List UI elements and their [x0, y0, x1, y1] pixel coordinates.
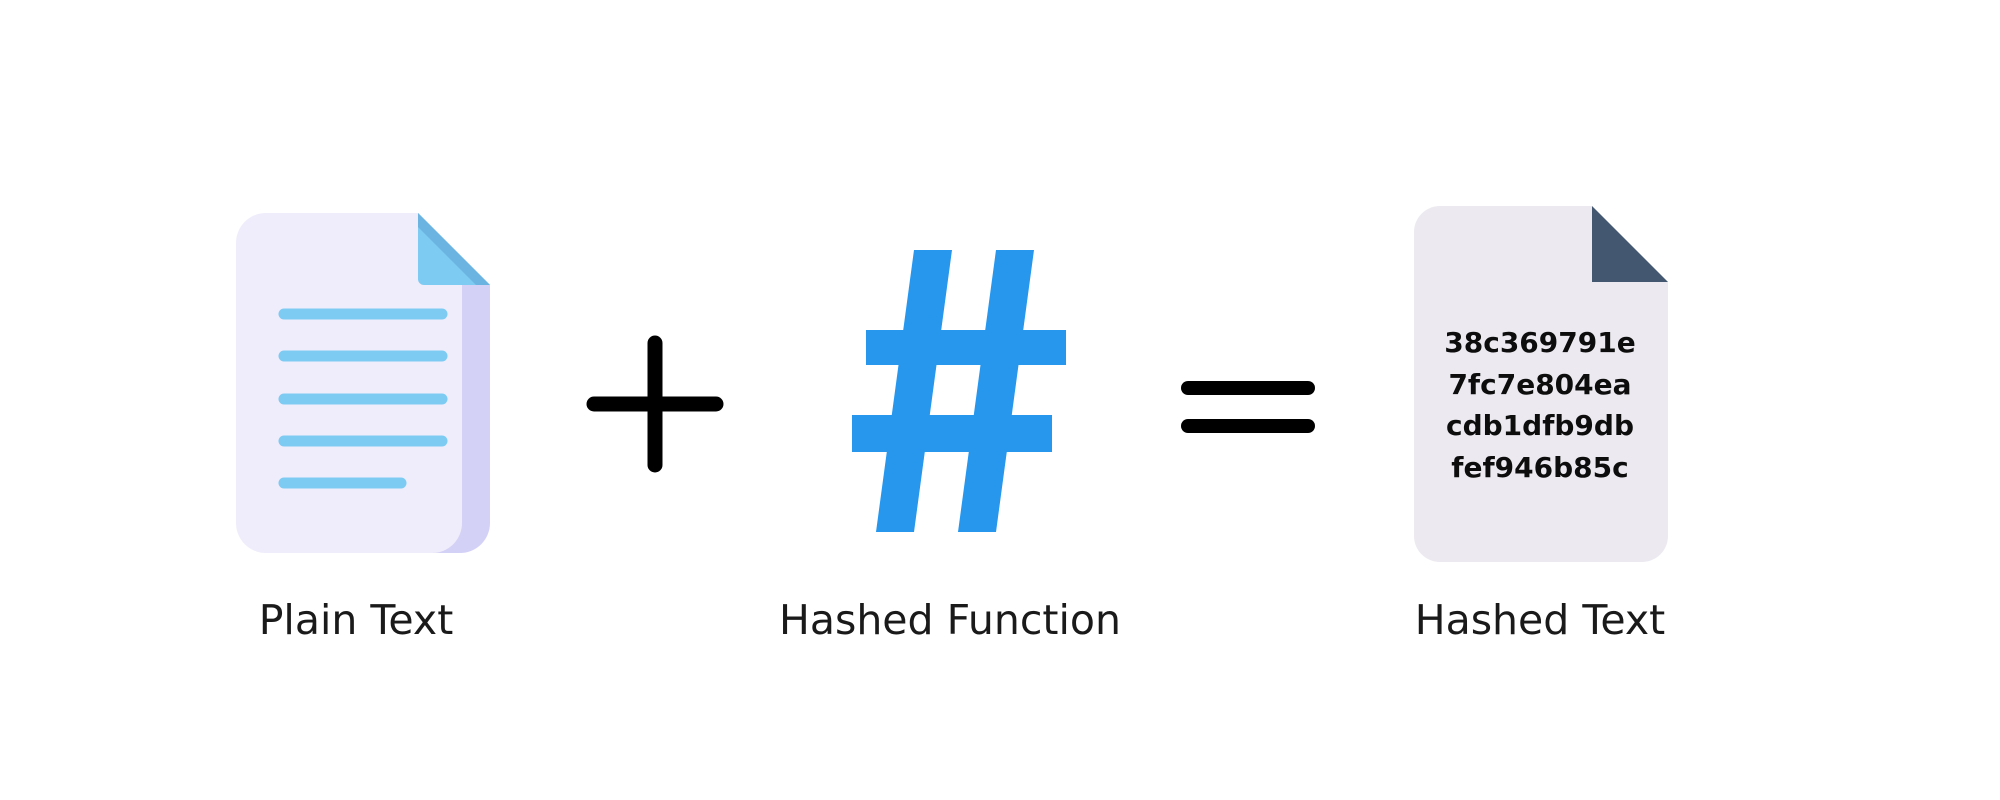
- hash-output-line: cdb1dfb9db: [1445, 409, 1634, 442]
- hashed-function-label: Hashed Function: [779, 596, 1121, 644]
- plain-text-label: Plain Text: [258, 596, 454, 644]
- plus-icon: [586, 335, 724, 473]
- hashed-text-label: Hashed Text: [1414, 596, 1666, 644]
- hashed-document-fold: [1592, 206, 1668, 282]
- hash-icon: [852, 250, 1066, 532]
- document-lines: [278, 308, 448, 489]
- hash-output-line: fef946b85c: [1451, 450, 1629, 484]
- hashed-document-body: [1414, 206, 1668, 562]
- document-fold-edge: [418, 213, 490, 285]
- hashed-document-icon: [1414, 206, 1668, 562]
- document-icon: [236, 213, 490, 553]
- document-body: [236, 213, 462, 553]
- hash-output-line: 7fc7e804ea: [1448, 367, 1632, 401]
- equals-icon: [1181, 381, 1315, 433]
- hash-output: 38c369791e 7fc7e804ea cdb1dfb9db fef946b…: [1412, 322, 1668, 488]
- hash-output-line: 38c369791e: [1444, 326, 1636, 359]
